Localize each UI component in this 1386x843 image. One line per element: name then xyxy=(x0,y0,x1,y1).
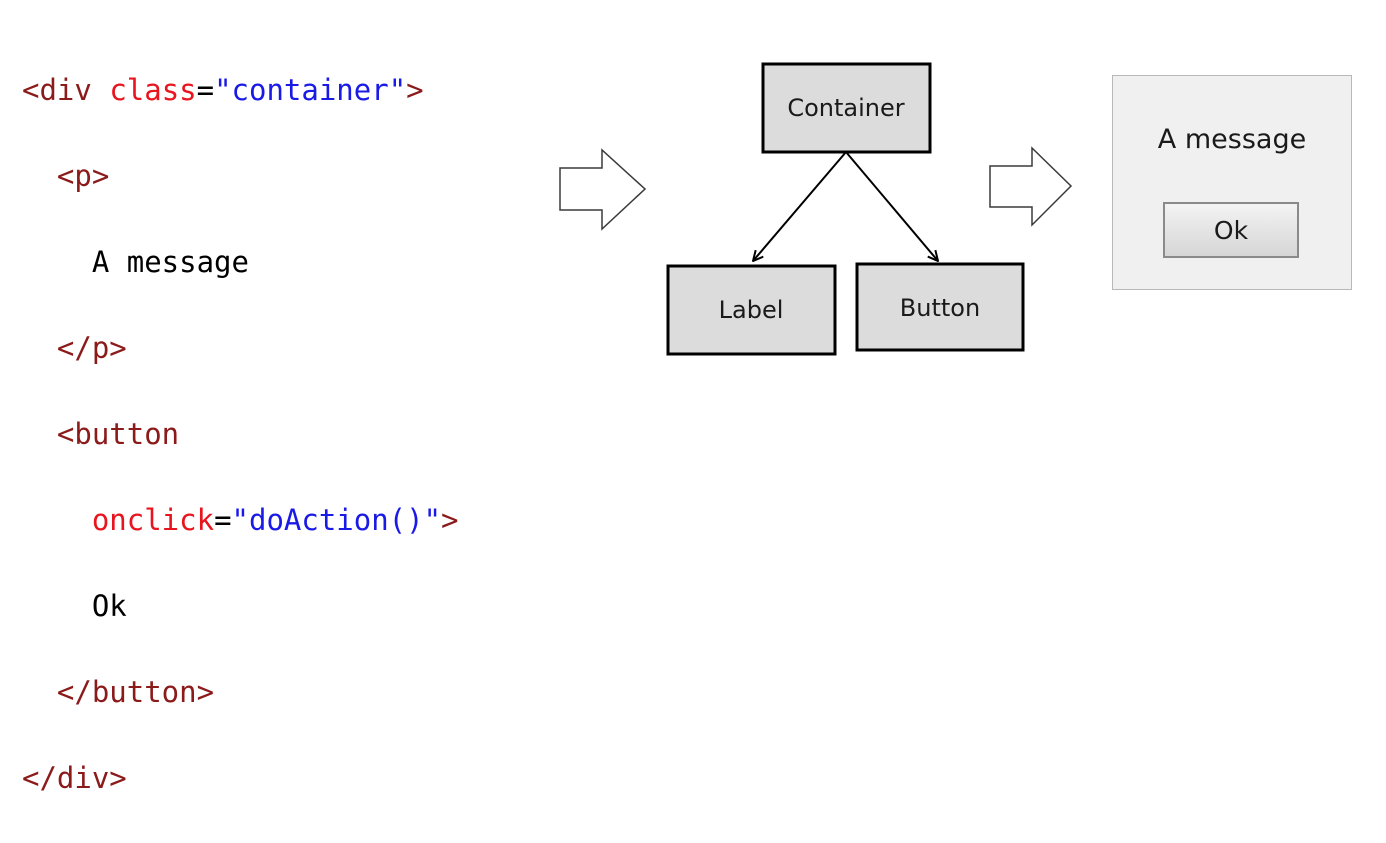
render-arrow-icon xyxy=(989,146,1073,227)
node-container-label: Container xyxy=(787,94,904,122)
code-line-7: Ok xyxy=(22,585,459,628)
code-attr-onclick: onclick xyxy=(91,503,215,537)
code-equals: = xyxy=(196,73,215,107)
code-line-8: </button> xyxy=(22,671,459,714)
code-equals: = xyxy=(214,503,232,537)
code-attr-class: class xyxy=(109,73,197,107)
component-tree-diagram: Container Label Button xyxy=(559,62,1073,356)
code-string-doaction: "doAction()" xyxy=(231,503,442,537)
node-button-text: Button xyxy=(900,294,980,322)
rendered-window: A message Ok xyxy=(1112,75,1352,290)
node-button: Button xyxy=(855,262,1025,352)
code-line-3: A message xyxy=(22,241,459,284)
code-tag-close: > xyxy=(441,503,459,537)
edge-container-label xyxy=(753,151,847,261)
ok-button[interactable]: Ok xyxy=(1163,202,1299,258)
code-line-2: <p> xyxy=(22,155,459,198)
code-line-6: onclick="doAction()"> xyxy=(22,499,459,542)
code-tag-div-close: </div> xyxy=(22,761,127,795)
code-tag-p-close: </p> xyxy=(56,331,127,365)
code-string-container: "container" xyxy=(214,73,407,107)
code-tag-close: > xyxy=(406,73,424,107)
edge-container-button xyxy=(845,151,938,261)
code-line-9: </div> xyxy=(22,757,459,800)
code-text-ok: Ok xyxy=(91,589,127,623)
code-text-message: A message xyxy=(91,245,249,279)
node-label-text: Label xyxy=(719,296,784,324)
rendered-message: A message xyxy=(1157,124,1307,155)
node-container: Container xyxy=(761,62,932,154)
code-tag-div-open: <div xyxy=(22,73,110,107)
code-line-4: </p> xyxy=(22,327,459,370)
code-line-1: <div class="container"> xyxy=(22,69,459,112)
code-tag-button-close: </button> xyxy=(56,675,215,709)
transform-arrow-icon xyxy=(559,148,647,231)
node-label: Label xyxy=(666,264,837,356)
code-tag-p-open: <p> xyxy=(56,159,110,193)
